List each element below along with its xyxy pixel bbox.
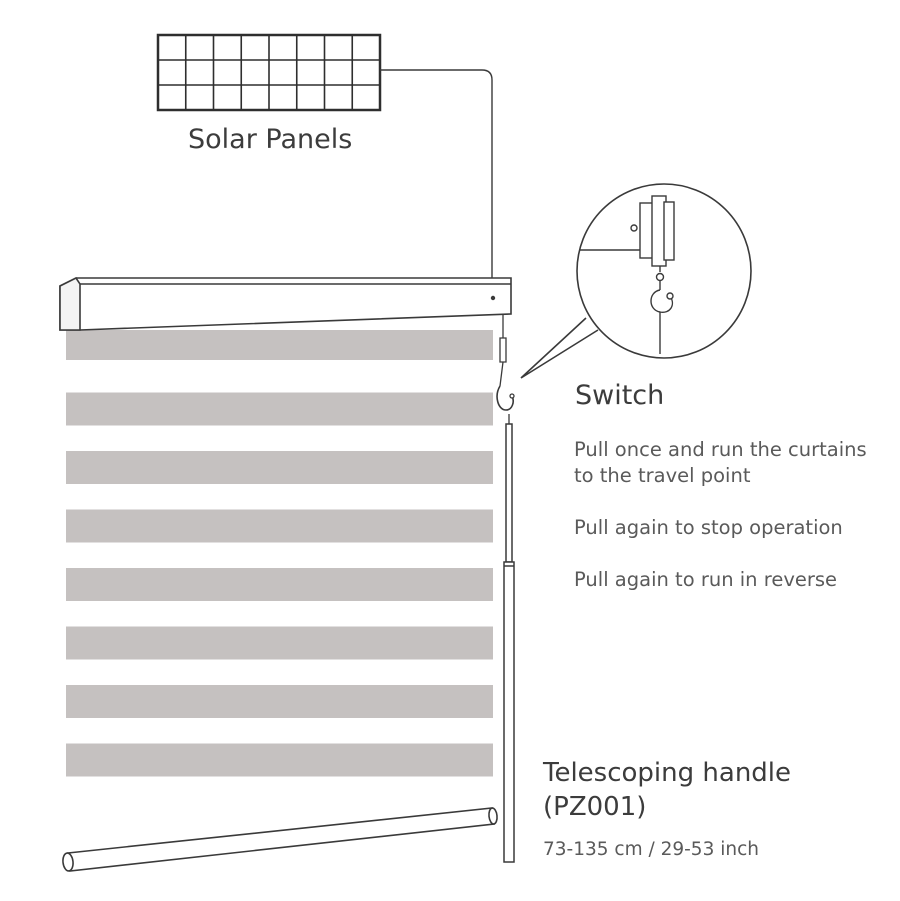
- solar-cable: [380, 69, 493, 295]
- blind-stripe: [66, 685, 493, 718]
- handle-title-line2: (PZ001): [543, 792, 647, 822]
- switch-magnifier: [520, 183, 752, 379]
- handle-title-line1: Telescoping handle: [543, 758, 792, 788]
- solar-panels-label: Solar Panels: [188, 124, 353, 155]
- blind-stripe: [66, 330, 493, 360]
- blind-stripe: [66, 626, 493, 660]
- switch-step-2: Pull again to stop operation: [574, 516, 843, 539]
- switch-step-1: Pull once and run the curtains to the tr…: [574, 438, 867, 487]
- switch-cord: [496, 314, 515, 424]
- blind-fabric: [66, 330, 493, 777]
- handle-title: Telescoping handle (PZ001): [543, 756, 791, 824]
- handle-dimensions: 73-135 cm / 29-53 inch: [543, 839, 759, 860]
- switch-label: Switch: [575, 380, 665, 411]
- blind-stripe: [66, 509, 493, 543]
- blind-stripe: [66, 568, 493, 601]
- blind-stripe: [66, 451, 493, 484]
- bottom-bar: [62, 807, 498, 872]
- blind-stripe: [66, 743, 493, 777]
- switch-motor-icon: [580, 195, 675, 354]
- headrail: [59, 276, 512, 331]
- blind-stripe: [66, 392, 493, 426]
- switch-step-3: Pull again to run in reverse: [574, 568, 838, 591]
- telescoping-handle: [503, 423, 515, 863]
- solar-panel: [156, 33, 382, 112]
